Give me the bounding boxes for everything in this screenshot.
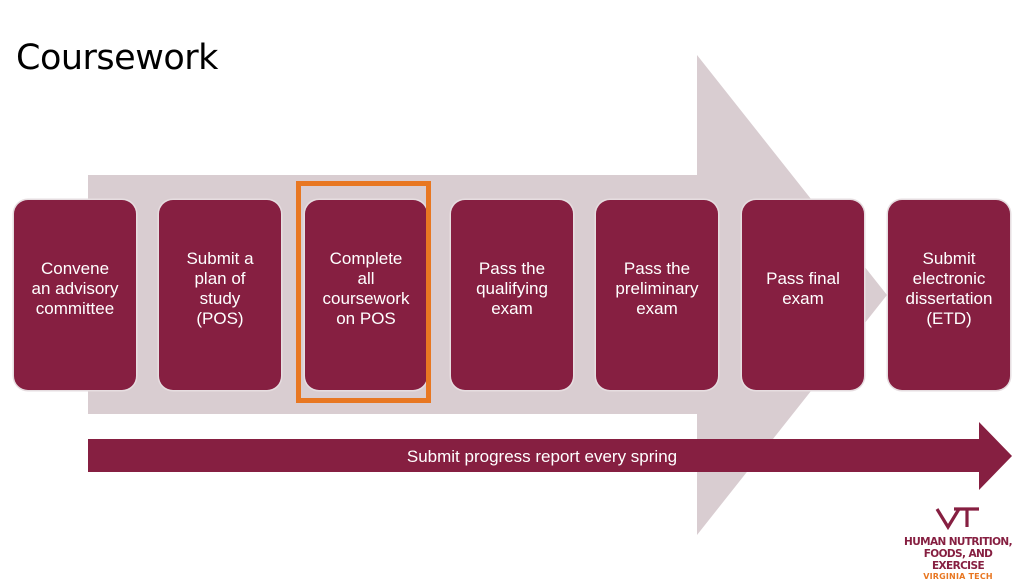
logo-line-2: FOODS, AND EXERCISE	[923, 548, 993, 572]
step-label: Submit electronic dissertation (ETD)	[905, 249, 993, 328]
logo-line-1: HUMAN NUTRITION,	[904, 536, 1013, 548]
logo-line-3: VIRGINIA TECH	[923, 572, 993, 581]
step-label: Complete all coursework on POS	[322, 249, 410, 328]
step-submit-plan-of-study: Submit a plan of study (POS)	[159, 200, 281, 390]
step-label: Convene an advisory committee	[31, 259, 119, 318]
step-preliminary-exam: Pass the preliminary exam	[596, 200, 718, 390]
step-final-exam: Pass final exam	[742, 200, 864, 390]
current-step-highlight	[296, 181, 431, 403]
step-label: Pass the preliminary exam	[615, 259, 699, 318]
progress-report-label: Submit progress report every spring	[406, 447, 678, 466]
step-submit-etd: Submit electronic dissertation (ETD)	[888, 200, 1010, 390]
step-label: Submit a plan of study (POS)	[186, 249, 254, 328]
slide-title: Coursework	[16, 38, 218, 78]
step-convene-committee: Convene an advisory committee	[14, 200, 136, 390]
step-complete-coursework: Complete all coursework on POS	[305, 200, 427, 390]
step-qualifying-exam: Pass the qualifying exam	[451, 200, 573, 390]
vt-hnfe-logo: HUMAN NUTRITION, FOODS, AND EXERCISE VIR…	[900, 505, 1016, 582]
vt-logo-icon	[935, 507, 979, 531]
progress-arrow-shape	[88, 422, 1012, 490]
step-label: Pass final exam	[766, 269, 840, 308]
step-label: Pass the qualifying exam	[476, 259, 548, 318]
